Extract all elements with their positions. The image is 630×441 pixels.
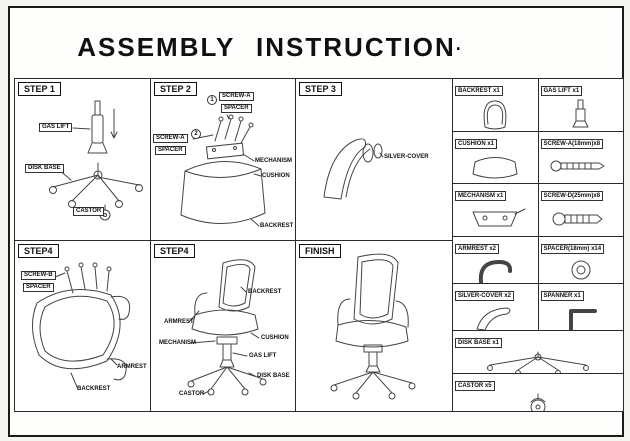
- circle-mark-2: 2: [191, 129, 201, 139]
- screw-a-icon: [550, 160, 605, 172]
- parts-row: DISK BASE x1: [453, 331, 623, 374]
- part-cell-screw-a: SCREW-A(18mm)x8: [539, 132, 624, 183]
- part-cell-gas-lift: GAS LIFT x1: [539, 79, 624, 131]
- part-cell-mechanism: MECHANISM x1: [453, 184, 539, 237]
- step4b-label: STEP4: [154, 244, 195, 258]
- step4b-diagram: [187, 259, 267, 396]
- callout-disk-base: DISK BASE: [25, 164, 64, 173]
- step2-diagram: [180, 114, 266, 227]
- spacer-icon: [571, 260, 591, 280]
- silver-cover-icon: [476, 307, 511, 331]
- step3-label: STEP 3: [299, 82, 342, 96]
- callout-mechanism: MECHANISM: [255, 158, 292, 164]
- part-label-screw-d: SCREW-D(25mm)x8: [540, 191, 604, 202]
- step1-panel: STEP 1 GAS LIFT DISK BASE CASTOR: [14, 78, 153, 243]
- cushion-icon: [472, 157, 518, 179]
- step4a-diagram: [32, 262, 131, 388]
- step1-label: STEP 1: [18, 82, 61, 96]
- callout-castor: CASTOR: [73, 207, 105, 216]
- callout-cushion: CUSHION: [262, 173, 290, 179]
- part-label-castor: CASTOR x5: [455, 380, 495, 391]
- part-label-spacer: SPACER(18mm) x14: [540, 244, 605, 255]
- callout-mechanism: MECHANISM: [159, 340, 196, 346]
- callout-backrest: BACKREST: [260, 223, 294, 229]
- parts-list: BACKREST x1 GAS LIFT x1 CUSHION x1 SCREW…: [452, 78, 624, 412]
- page-title: ASSEMBLY INSTRUCTION.: [30, 32, 510, 63]
- step2-panel: STEP 2 1 SCREW-A SPACER 2 SCREW-A SPACER…: [150, 78, 298, 243]
- castor-icon: [530, 393, 546, 412]
- step4a-panel: STEP4 SCREW-B SPACER ARMREST BACKREST: [14, 240, 153, 412]
- callout-gas-lift: GAS LIFT: [249, 353, 277, 359]
- finish-panel: FINISH: [295, 240, 453, 412]
- step3-diagram: [323, 138, 384, 200]
- callout-backrest: BACKREST: [77, 386, 111, 392]
- part-label-armrest: ARMREST x2: [455, 244, 500, 255]
- part-label-cushion: CUSHION x1: [455, 139, 498, 150]
- part-cell-backrest: BACKREST x1: [453, 79, 539, 132]
- callout-spacer-top: SPACER: [221, 104, 252, 113]
- page-title-text: ASSEMBLY INSTRUCTION: [77, 32, 456, 62]
- parts-row: BACKREST x1 GAS LIFT x1: [453, 79, 624, 133]
- part-cell-castor: CASTOR x5: [453, 374, 623, 412]
- screw-d-icon: [552, 212, 603, 226]
- spanner-icon: [568, 309, 597, 331]
- finish-diagram: [330, 253, 416, 400]
- part-cell-silver-cover: SILVER-COVER x2: [453, 284, 539, 331]
- parts-row: CUSHION x1 SCREW-A(18mm)x8: [453, 132, 624, 185]
- step1-diagram: [49, 100, 143, 221]
- callout-spacer-left: SPACER: [155, 146, 186, 155]
- part-label-disk-base: DISK BASE x1: [455, 338, 503, 349]
- step3-panel: STEP 3 SILVER-COVER: [295, 78, 453, 243]
- part-label-mechanism: MECHANISM x1: [455, 191, 507, 202]
- part-label-spanner: SPANNER x1: [540, 291, 584, 302]
- part-label-backrest: BACKREST x1: [455, 86, 503, 96]
- callout-cushion: CUSHION: [261, 335, 289, 341]
- finish-label: FINISH: [299, 244, 341, 258]
- step4a-label: STEP4: [18, 244, 59, 258]
- callout-castor: CASTOR: [179, 391, 205, 397]
- circle-mark-1: 1: [207, 95, 217, 105]
- step2-label: STEP 2: [154, 82, 197, 96]
- parts-row: ARMREST x2 SPACER(18mm) x14: [453, 237, 624, 285]
- callout-screw-a-left: SCREW-A: [153, 134, 188, 143]
- disk-base-icon: [487, 351, 589, 373]
- part-cell-cushion: CUSHION x1: [453, 132, 539, 184]
- part-cell-disk-base: DISK BASE x1: [453, 331, 623, 373]
- part-label-screw-a: SCREW-A(18mm)x8: [540, 139, 604, 150]
- armrest-icon: [479, 260, 513, 284]
- callout-armrest: ARMREST: [164, 319, 194, 325]
- mechanism-icon: [472, 208, 526, 227]
- gas-lift-icon: [572, 99, 589, 128]
- parts-row: MECHANISM x1 SCREW-D(25mm)x8: [453, 184, 624, 238]
- part-cell-spanner: SPANNER x1: [539, 284, 624, 331]
- part-cell-spacer: SPACER(18mm) x14: [539, 237, 624, 283]
- callout-screw-b: SCREW-B: [21, 271, 56, 280]
- parts-row: CASTOR x5: [453, 374, 623, 412]
- callout-backrest: BACKREST: [248, 289, 282, 295]
- backrest-icon: [483, 100, 507, 130]
- callout-silver-cover: SILVER-COVER: [384, 154, 429, 160]
- part-cell-armrest: ARMREST x2: [453, 237, 539, 284]
- part-cell-screw-d: SCREW-D(25mm)x8: [539, 184, 624, 236]
- part-label-silver-cover: SILVER-COVER x2: [455, 291, 514, 302]
- callout-disk-base: DISK BASE: [257, 373, 290, 379]
- parts-row: SILVER-COVER x2 SPANNER x1: [453, 284, 624, 332]
- callout-spacer: SPACER: [23, 283, 54, 292]
- part-label-gas-lift: GAS LIFT x1: [540, 86, 583, 96]
- step4b-panel: STEP4 BACKREST ARMREST MECHANISM CUSHION…: [150, 240, 298, 412]
- callout-gas-lift: GAS LIFT: [39, 123, 73, 132]
- title-dot: .: [455, 34, 463, 54]
- callout-armrest: ARMREST: [117, 364, 147, 370]
- callout-screw-a-top: SCREW-A: [219, 92, 254, 101]
